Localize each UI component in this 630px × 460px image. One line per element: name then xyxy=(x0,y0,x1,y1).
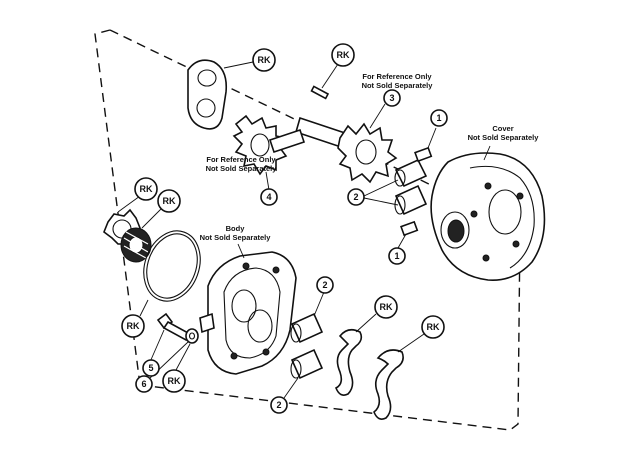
callout-label: RK xyxy=(140,184,153,194)
dowel-pin-upper xyxy=(414,146,433,163)
bushing-lower-a xyxy=(290,312,324,344)
callout-label: RK xyxy=(168,376,181,386)
note-line: Cover xyxy=(492,124,513,133)
dowel-pin-lower xyxy=(400,220,419,237)
note-line: Not Sold Separately xyxy=(468,133,540,142)
leader-washer-rk xyxy=(175,343,191,371)
leader-cover xyxy=(483,145,491,161)
callout-rk-seal: RK xyxy=(157,189,181,213)
note-reference-only-4: For Reference Only Not Sold Separately xyxy=(206,155,278,173)
callout-label: RK xyxy=(163,196,176,206)
leader-4 xyxy=(265,171,270,191)
callout-label: 2 xyxy=(322,280,327,290)
callout-label: 2 xyxy=(353,192,358,202)
leader-2c xyxy=(313,291,325,317)
leader-5 xyxy=(149,329,165,363)
leader-3 xyxy=(369,103,386,129)
callout-rk-oring: RK xyxy=(121,314,145,338)
leader-2b xyxy=(363,197,399,206)
callout-label: RK xyxy=(427,322,440,332)
callout-rk-seal-a: RK xyxy=(374,295,398,319)
callout-label: 4 xyxy=(266,192,271,202)
idler-gear xyxy=(232,114,306,176)
callout-3: 3 xyxy=(383,89,401,107)
callout-2-upper: 2 xyxy=(347,188,365,206)
pump-body xyxy=(199,251,297,375)
callout-4: 4 xyxy=(260,188,278,206)
leader-body xyxy=(237,243,245,259)
callout-rk-washer: RK xyxy=(162,369,186,393)
callout-label: RK xyxy=(380,302,393,312)
leader-2a xyxy=(363,179,399,197)
callout-2-lower-b: 2 xyxy=(270,396,288,414)
o-ring xyxy=(143,230,201,302)
callout-label: 6 xyxy=(141,379,146,389)
callout-1-lower: 1 xyxy=(388,247,406,265)
note-body: Body Not Sold Separately xyxy=(200,224,272,242)
note-line: Not Sold Separately xyxy=(200,233,272,242)
callout-label: 3 xyxy=(389,93,394,103)
pump-cover xyxy=(430,152,546,281)
callout-label: RK xyxy=(337,50,350,60)
front-gasket xyxy=(187,59,228,130)
note-cover: Cover Not Sold Separately xyxy=(468,124,540,142)
backup-seal-b xyxy=(373,349,404,420)
callout-1-upper: 1 xyxy=(430,109,448,127)
note-line: Not Sold Separately xyxy=(206,164,278,173)
leader-snapring xyxy=(117,195,141,213)
backup-seal-a xyxy=(334,328,363,396)
leader-1b xyxy=(397,233,407,249)
leader-1a xyxy=(427,127,437,149)
leader-2d xyxy=(283,377,299,399)
callout-label: 1 xyxy=(436,113,441,123)
callout-5: 5 xyxy=(142,359,160,377)
callout-label: 5 xyxy=(148,363,153,373)
leader-seal-a xyxy=(355,313,377,333)
callout-label: RK xyxy=(258,55,271,65)
leader-seal xyxy=(141,207,163,229)
callout-rk-gasket: RK xyxy=(252,48,276,72)
note-line: For Reference Only xyxy=(206,155,276,164)
note-line: Not Sold Separately xyxy=(362,81,434,90)
drive-shaft-gear xyxy=(295,116,398,184)
note-line: For Reference Only xyxy=(362,72,432,81)
callout-rk-snapring: RK xyxy=(134,177,158,201)
leader-seal-b xyxy=(397,333,425,353)
note-reference-only-3: For Reference Only Not Sold Separately xyxy=(362,72,434,90)
leader-oring xyxy=(139,299,149,317)
callout-label: 1 xyxy=(394,251,399,261)
bolt xyxy=(156,312,192,342)
note-line: Body xyxy=(226,224,246,233)
callout-label: 2 xyxy=(276,400,281,410)
callout-2-lower-a: 2 xyxy=(316,276,334,294)
leader-gasket xyxy=(223,61,254,69)
callout-6: 6 xyxy=(135,375,153,393)
leader-pin xyxy=(321,63,339,89)
bushing-upper-b xyxy=(394,184,428,216)
callout-rk-pin: RK xyxy=(331,43,355,67)
washer xyxy=(185,328,199,344)
callout-label: RK xyxy=(127,321,140,331)
shaft-seal xyxy=(120,227,152,263)
pin xyxy=(310,85,330,100)
bushing-lower-b xyxy=(290,348,324,380)
callout-rk-seal-b: RK xyxy=(421,315,445,339)
bushing-upper-a xyxy=(394,158,428,188)
